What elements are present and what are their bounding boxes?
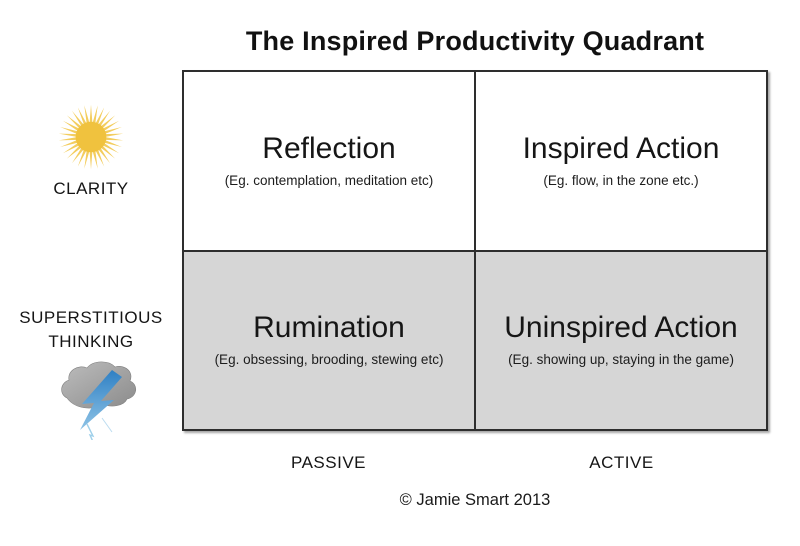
quadrant-subtitle: (Eg. contemplation, meditation etc) xyxy=(224,172,434,188)
quadrant-title: Rumination xyxy=(253,311,405,345)
quadrant-title: Uninspired Action xyxy=(504,311,738,345)
quadrant-uninspired-action: Uninspired Action (Eg. showing up, stayi… xyxy=(475,250,766,429)
quadrant-title: Inspired Action xyxy=(522,131,720,165)
x-axis-right-label: ACTIVE xyxy=(589,453,654,472)
y-axis-bottom-label: SUPERSTITIOUS THINKING xyxy=(19,306,162,354)
y-axis-bottom-label-line1: SUPERSTITIOUS xyxy=(19,308,163,327)
storm-cloud-icon xyxy=(54,358,146,445)
quadrant-title: Reflection xyxy=(262,131,396,165)
quadrant-subtitle: (Eg. obsessing, brooding, stewing etc) xyxy=(214,352,444,368)
quadrant-inspired-action: Inspired Action (Eg. flow, in the zone e… xyxy=(475,72,766,251)
quadrant-grid: Reflection (Eg. contemplation, meditatio… xyxy=(182,70,768,431)
y-axis-top-label-group: CLARITY xyxy=(0,101,182,201)
sun-icon xyxy=(55,101,127,173)
copyright-text: © Jamie Smart 2013 xyxy=(399,491,551,509)
y-axis-top-label: CLARITY xyxy=(53,179,129,198)
x-axis-left-label: PASSIVE xyxy=(291,453,366,472)
quadrant-reflection: Reflection (Eg. contemplation, meditatio… xyxy=(184,72,475,251)
y-axis-bottom-label-line2: THINKING xyxy=(48,332,134,351)
quadrant-rumination: Rumination (Eg. obsessing, brooding, ste… xyxy=(184,250,475,429)
y-axis-bottom-label-group: SUPERSTITIOUS THINKING xyxy=(0,306,182,445)
quadrant-subtitle: (Eg. showing up, staying in the game) xyxy=(508,352,734,368)
quadrant-subtitle: (Eg. flow, in the zone etc.) xyxy=(543,172,699,188)
page-title: The Inspired Productivity Quadrant xyxy=(245,26,705,56)
